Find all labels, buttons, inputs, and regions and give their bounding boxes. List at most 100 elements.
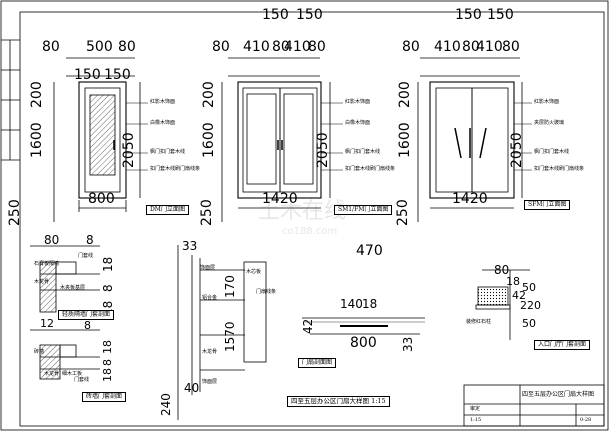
plan-dim-800: 800 bbox=[350, 335, 377, 351]
sm-note-1: 红影木饰面 bbox=[345, 99, 371, 105]
sm-dim-150b: 150 bbox=[296, 7, 323, 23]
sf-note-1: 红影木饰面 bbox=[534, 99, 560, 105]
dm-dim-150a: 150 bbox=[74, 67, 101, 83]
main-title: 四至五层办公区门扇大样图 1:15 bbox=[287, 396, 390, 407]
sm-dim-150a: 150 bbox=[262, 7, 289, 23]
dm-door-elevation bbox=[53, 57, 141, 222]
entrance-dim-50b: 50 bbox=[522, 317, 536, 330]
sm-note-3: 枫门扣门套木线 bbox=[345, 149, 381, 155]
titleblock-row2-a: 1:15 bbox=[470, 417, 482, 423]
leaf-plan bbox=[302, 317, 425, 335]
dm-dim-150b: 150 bbox=[104, 67, 131, 83]
titleblock-row2-b: 审定 bbox=[470, 406, 481, 412]
dm-note-4: 扣门套木线刷门扇线条 bbox=[150, 166, 201, 172]
watermark: 土木在线 co188.com bbox=[258, 199, 346, 237]
section-note-5: 门扇线条 bbox=[256, 289, 277, 295]
dm-dim-1600: 1600 bbox=[29, 122, 45, 158]
plan-dim-42: 42 bbox=[301, 318, 315, 334]
sf-dim-150b: 150 bbox=[487, 7, 514, 23]
dm-dim-250: 250 bbox=[7, 199, 23, 226]
section-dim-240: 240 bbox=[159, 393, 173, 416]
plan-dim-33: 33 bbox=[401, 336, 415, 352]
sf-dim-1420: 1420 bbox=[452, 191, 488, 207]
sf-note-4: 扣门套木线刷门扇线条 bbox=[534, 166, 585, 172]
masonry-note-2: 木龙骨 bbox=[44, 371, 60, 377]
section-note-4: 木芯板 bbox=[246, 269, 262, 275]
plan-dim-18: 18 bbox=[362, 297, 378, 311]
section-dim-170: 170 bbox=[223, 275, 237, 298]
sm-dim-200: 200 bbox=[201, 81, 217, 108]
titleblock-drawing-name: 四至五层办公区门扇大样图 bbox=[522, 391, 595, 398]
sm-dim-410a: 410 bbox=[243, 39, 270, 55]
sm-dim-1420: 1420 bbox=[262, 191, 298, 207]
partition-dim-80: 80 bbox=[44, 233, 60, 247]
masonry-frame-detail bbox=[30, 329, 100, 380]
sf-note-2: 夹层防火玻璃 bbox=[534, 120, 565, 126]
section-dim-40: 40 bbox=[184, 381, 200, 395]
entrance-dim-50a: 50 bbox=[522, 281, 536, 294]
sf-dim-410a: 410 bbox=[434, 39, 461, 55]
partition-note-3: 木龙骨 bbox=[34, 279, 50, 285]
dm-dim-right-80: 80 bbox=[118, 39, 136, 55]
masonry-note-3: 细木工板 bbox=[62, 371, 83, 377]
dm-note-3: 枫门扣门套木线 bbox=[150, 149, 186, 155]
dm-title: DM门立面图 bbox=[146, 205, 189, 215]
title-block bbox=[463, 384, 605, 427]
sf-dim-1600: 1600 bbox=[397, 122, 413, 158]
sf-note-3: 枫门扣门套木线 bbox=[534, 149, 570, 155]
leaf-section bbox=[177, 245, 267, 420]
sm-dim-80b: 80 bbox=[272, 39, 290, 55]
partition-dim-8: 8 bbox=[86, 233, 94, 247]
masonry-dim-12: 12 bbox=[40, 317, 54, 330]
sf-dim-80c: 80 bbox=[502, 39, 520, 55]
partition-note-1: 石膏板隔墙 bbox=[34, 261, 60, 267]
partition-frame-detail bbox=[30, 245, 100, 313]
section-title: 门扇剖面图 bbox=[298, 358, 337, 368]
masonry-dim-18b: 18 bbox=[101, 368, 114, 382]
entrance-dim-80: 80 bbox=[494, 263, 510, 277]
section-note-2: 铝合金 bbox=[202, 295, 218, 301]
partition-dim-18a: 18 bbox=[101, 256, 115, 272]
sf-title: SFM门立面图 bbox=[524, 200, 571, 210]
plan-dim-140: 140 bbox=[340, 297, 363, 311]
sm-dim-80a: 80 bbox=[212, 39, 230, 55]
sm-dim-2050: 2050 bbox=[315, 132, 331, 168]
sm-dim-80c: 80 bbox=[308, 39, 326, 55]
entrance-frame-detail bbox=[475, 269, 530, 340]
titleblock-sheet-no: 0-28 bbox=[580, 417, 592, 423]
section-dim-1570: 1570 bbox=[223, 321, 237, 352]
partition-title: 轻质隔墙门套剖面 bbox=[58, 310, 115, 320]
sm-note-4: 扣门套木线刷门扇线条 bbox=[345, 166, 396, 172]
entrance-title: 入口门厅门套剖面 bbox=[534, 340, 591, 350]
masonry-note-4: 门套线 bbox=[74, 377, 90, 383]
sm-dim-410b: 410 bbox=[284, 39, 311, 55]
partition-note-4: 木夹板基层 bbox=[60, 285, 86, 291]
partition-note-2: 门套线 bbox=[78, 253, 94, 259]
sf-dim-250: 250 bbox=[395, 199, 411, 226]
entrance-dim-42: 42 bbox=[512, 289, 526, 302]
masonry-dim-18a: 18 bbox=[101, 340, 114, 354]
sf-dim-150a: 150 bbox=[455, 7, 482, 23]
entrance-dim-18: 18 bbox=[506, 275, 520, 288]
dm-dim-800: 800 bbox=[88, 191, 115, 207]
partition-dim-8b: 8 bbox=[101, 284, 115, 292]
sf-dim-410b: 410 bbox=[476, 39, 503, 55]
plan-dim-470: 470 bbox=[356, 243, 383, 259]
section-note-6: 饰面层 bbox=[202, 379, 218, 385]
sm-door-elevation bbox=[221, 57, 331, 222]
sm-dim-1600: 1600 bbox=[201, 122, 217, 158]
sf-dim-80a: 80 bbox=[402, 39, 420, 55]
dm-dim-500: 500 bbox=[86, 39, 113, 55]
sm-title: SM1/FM门立面图 bbox=[334, 205, 393, 215]
sm-note-2: 白橡木饰面 bbox=[345, 120, 371, 126]
inner-frame bbox=[19, 11, 605, 427]
sf-dim-80b: 80 bbox=[462, 39, 480, 55]
entrance-dim-220: 220 bbox=[520, 299, 541, 312]
section-note-3: 木龙骨 bbox=[202, 349, 218, 355]
masonry-note-1: 砖墙 bbox=[34, 349, 45, 355]
sm-dim-250: 250 bbox=[199, 199, 215, 226]
section-note-1: 饰面层 bbox=[200, 265, 216, 271]
dm-note-1: 红影木饰面 bbox=[150, 99, 176, 105]
